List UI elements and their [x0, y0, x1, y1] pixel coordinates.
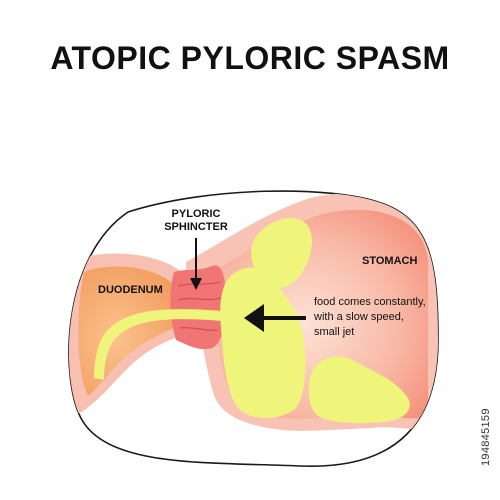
- duodenum-label: DUODENUM: [98, 284, 163, 296]
- stock-id: 194845159: [480, 408, 492, 466]
- sphincter-pointer-head: [190, 278, 202, 290]
- flow-annotation: food comes constantly, with a slow speed…: [314, 295, 444, 340]
- stomach-label: STOMACH: [362, 255, 418, 267]
- flow-annotation-line3: small jet: [314, 326, 355, 338]
- flow-annotation-line2: with a slow speed,: [314, 311, 404, 323]
- food-mass-lower: [308, 356, 410, 424]
- flow-annotation-line1: food comes constantly,: [314, 296, 426, 308]
- pyloric-sphincter-label: PYLORIC SPHINCTER: [160, 208, 232, 234]
- food-mass-main: [220, 267, 306, 419]
- pyloric-sphincter: [170, 265, 226, 350]
- pyloric-sphincter-label-line1: PYLORIC: [171, 208, 221, 220]
- food-mass-upper: [251, 218, 312, 288]
- food-jet: [94, 309, 232, 380]
- flow-arrow-head: [244, 304, 264, 332]
- pyloric-sphincter-label-line2: SPHINCTER: [164, 221, 228, 233]
- page-title: ATOPIC PYLORIC SPASM: [50, 40, 450, 76]
